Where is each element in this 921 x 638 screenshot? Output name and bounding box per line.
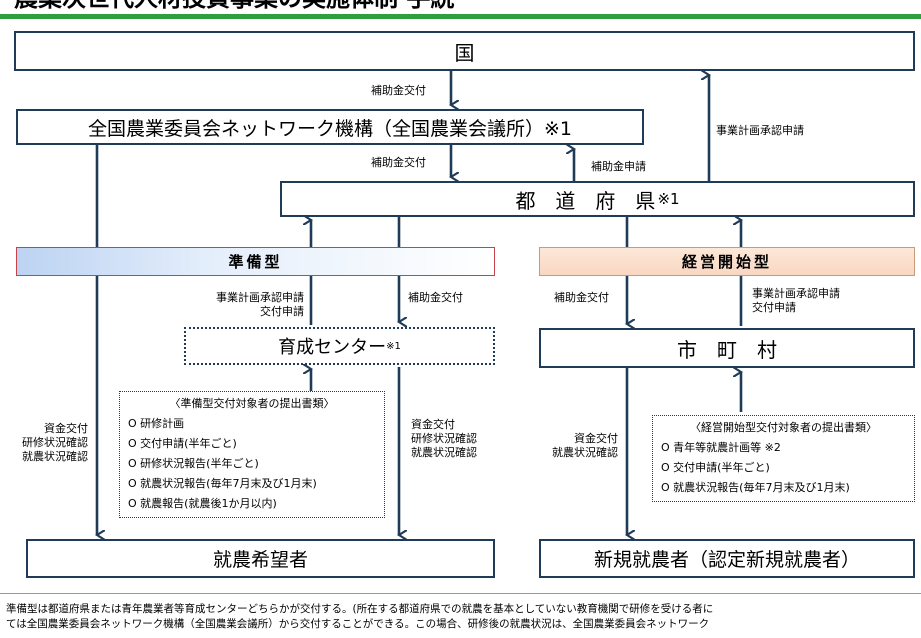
prep-docs-item: O 研修計画 xyxy=(128,417,185,430)
label-left-flow: 資金交付 研修状況確認 就農状況確認 xyxy=(4,422,88,464)
label-prep-apply-line2: 交付申請 xyxy=(260,305,304,318)
title-rule xyxy=(0,14,921,19)
footnote-line1: 準備型は都道府県または青年農業者等育成センターどちらかが交付する。(所在する都道… xyxy=(6,603,714,615)
zenkoku-label: 全国農業委員会ネットワーク機構（全国農業会議所）※1 xyxy=(87,117,572,140)
prefecture-note: ※1 xyxy=(657,190,680,208)
start-docs-item: O 青年等就農計画等 ※2 xyxy=(661,441,781,454)
start-band-label: 経営開始型 xyxy=(681,253,772,271)
kuni-label: 国 xyxy=(454,40,475,65)
label-start-apply-line2: 交付申請 xyxy=(752,301,796,314)
label-left-flow-3: 就農状況確認 xyxy=(22,450,88,463)
kibousha-label: 就農希望者 xyxy=(212,549,308,571)
label-mid-flow-3: 就農状況確認 xyxy=(411,446,477,459)
page-title: 農業次世代人材投資事業の実施体制 手続 xyxy=(0,0,921,14)
footnote: 準備型は都道府県または青年農業者等育成センターどちらかが交付する。(所在する都道… xyxy=(6,602,921,632)
label-start-subsidy: 補助金交付 xyxy=(554,291,609,304)
zenkoku-box: 全国農業委員会ネットワーク機構（全国農業会議所）※1 xyxy=(16,109,644,145)
shinki-label: 新規就農者（認定新規就農者） xyxy=(593,549,860,571)
label-left-flow-1: 資金交付 xyxy=(44,422,88,435)
prefecture-box: 都 道 府 県 ※1 xyxy=(280,181,915,217)
label-plan-approval-top: 事業計画承認申請 xyxy=(716,124,804,137)
label-subsidy-issue-2: 補助金交付 xyxy=(371,156,426,169)
label-subsidy-apply: 補助金申請 xyxy=(591,160,646,173)
label-start-apply-line1: 事業計画承認申請 xyxy=(752,287,840,300)
start-docs-item: O 交付申請(半年ごと) xyxy=(661,461,770,474)
label-prep-apply: 事業計画承認申請 交付申請 xyxy=(180,291,304,319)
label-mid-flow: 資金交付 研修状況確認 就農状況確認 xyxy=(411,418,477,460)
prefecture-label: 都 道 府 県 xyxy=(515,188,656,213)
label-prep-apply-line1: 事業計画承認申請 xyxy=(216,291,304,304)
start-docs-heading: 〈経営開始型交付対象者の提出書類〉 xyxy=(690,421,877,434)
shinki-box: 新規就農者（認定新規就農者） xyxy=(539,539,915,578)
prep-docs-item: O 交付申請(半年ごと) xyxy=(128,437,237,450)
prep-band: 準備型 xyxy=(16,247,495,276)
label-left-flow-2: 研修状況確認 xyxy=(22,436,88,449)
prep-docs-item: O 研修状況報告(半年ごと) xyxy=(128,457,259,470)
prep-docs-heading: 〈準備型交付対象者の提出書類〉 xyxy=(169,397,335,410)
center-label: 育成センター xyxy=(278,337,387,358)
label-right-flow: 資金交付 就農状況確認 xyxy=(530,432,618,460)
label-mid-flow-2: 研修状況確認 xyxy=(411,432,477,445)
start-docs-box: 〈経営開始型交付対象者の提出書類〉 O 青年等就農計画等 ※2 O 交付申請(半… xyxy=(652,415,915,502)
center-note: ※1 xyxy=(386,340,401,352)
label-subsidy-issue-1: 補助金交付 xyxy=(371,84,426,97)
prep-band-label: 準備型 xyxy=(228,253,283,271)
label-prep-subsidy: 補助金交付 xyxy=(408,291,463,304)
start-band: 経営開始型 xyxy=(539,247,915,276)
kuni-box: 国 xyxy=(14,31,915,71)
start-docs-item: O 就農状況報告(毎年7月末及び1月末) xyxy=(661,481,850,494)
shichoson-label: 市 町 村 xyxy=(677,337,777,362)
label-right-flow-1: 資金交付 xyxy=(574,432,618,445)
label-start-apply: 事業計画承認申請 交付申請 xyxy=(752,287,840,315)
prep-docs-box: 〈準備型交付対象者の提出書類〉 O 研修計画 O 交付申請(半年ごと) O 研修… xyxy=(119,391,385,518)
footnote-line2: ては全国農業委員会ネットワーク機構（全国農業会議所）から交付することができる。こ… xyxy=(6,618,710,630)
footnote-separator xyxy=(0,593,921,594)
label-mid-flow-1: 資金交付 xyxy=(411,418,455,431)
kibousha-box: 就農希望者 xyxy=(26,539,495,578)
shichoson-box: 市 町 村 xyxy=(539,328,915,368)
prep-docs-item: O 就農状況報告(毎年7月末及び1月末) xyxy=(128,477,317,490)
label-right-flow-2: 就農状況確認 xyxy=(552,446,618,459)
prep-docs-item: O 就農報告(就農後1か月以内) xyxy=(128,497,277,510)
ikusei-center-box: 育成センター ※1 xyxy=(184,327,495,365)
